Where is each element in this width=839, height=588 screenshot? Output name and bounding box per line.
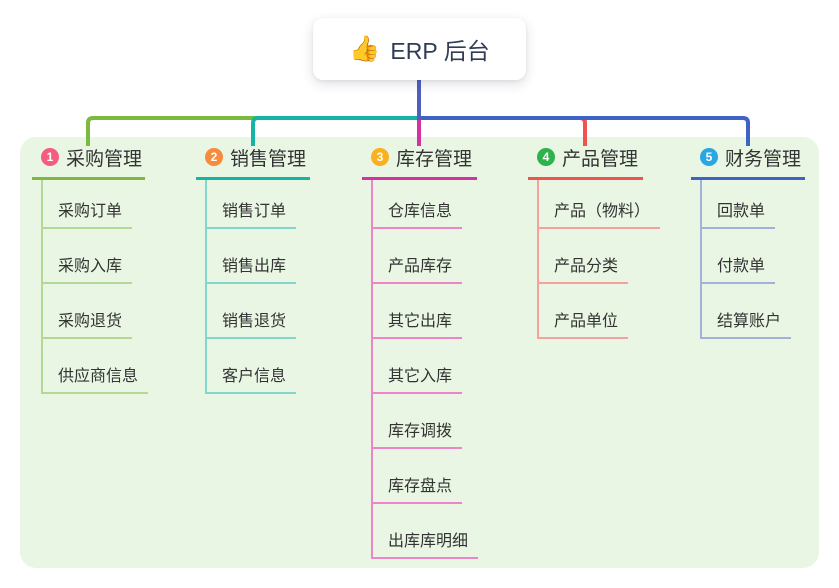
subtopic-label: 销售订单 (207, 197, 297, 229)
subtopic[interactable]: 其它出库 (373, 284, 478, 339)
subtopic-label: 出库库明细 (373, 527, 479, 559)
subtopic[interactable]: 客户信息 (207, 339, 297, 394)
branch-number-badge: 5 (700, 148, 718, 166)
subtopic-list: 仓库信息产品库存其它出库其它入库库存调拨库存盘点出库库明细 (371, 180, 479, 559)
branch-2: 2 销售管理销售订单销售出库销售退货客户信息 (196, 144, 310, 394)
branch-3: 3 库存管理仓库信息产品库存其它出库其它入库库存调拨库存盘点出库库明细 (362, 144, 479, 559)
branches-panel (20, 137, 819, 568)
branch-number-badge: 2 (205, 148, 223, 166)
subtopic-label: 销售退货 (207, 307, 297, 339)
subtopic-label: 产品单位 (539, 307, 629, 339)
branch-title: 采购管理 (66, 148, 143, 170)
subtopic-label: 采购退货 (43, 307, 133, 339)
subtopic-label: 供应商信息 (43, 362, 149, 394)
branch-5: 5 财务管理回款单付款单结算账户 (691, 144, 805, 339)
subtopic-label: 销售出库 (207, 252, 297, 284)
subtopic[interactable]: 库存盘点 (373, 449, 478, 504)
subtopic[interactable]: 销售出库 (207, 229, 297, 284)
subtopic[interactable]: 出库库明细 (373, 504, 479, 559)
subtopic-label: 产品（物料） (539, 197, 661, 229)
subtopic-list: 采购订单采购入库采购退货供应商信息 (41, 180, 149, 394)
branch-title: 财务管理 (725, 148, 802, 170)
subtopic[interactable]: 产品分类 (539, 229, 660, 284)
subtopic[interactable]: 其它入库 (373, 339, 478, 394)
subtopic-label: 结算账户 (702, 307, 792, 339)
subtopic[interactable]: 销售订单 (207, 180, 297, 229)
subtopic[interactable]: 结算账户 (702, 284, 792, 339)
subtopic[interactable]: 采购退货 (43, 284, 148, 339)
subtopic-label: 其它入库 (373, 362, 463, 394)
branch-topic-2[interactable]: 2 销售管理 (196, 144, 310, 180)
subtopic[interactable]: 付款单 (702, 229, 791, 284)
branch-title: 库存管理 (396, 148, 473, 170)
subtopic[interactable]: 产品单位 (539, 284, 660, 339)
subtopic-label: 采购订单 (43, 197, 133, 229)
branch-number-badge: 3 (371, 148, 389, 166)
branch-topic-3[interactable]: 3 库存管理 (362, 144, 477, 180)
subtopic[interactable]: 供应商信息 (43, 339, 149, 394)
branch-1: 1 采购管理采购订单采购入库采购退货供应商信息 (32, 144, 149, 394)
subtopic-label: 其它出库 (373, 307, 463, 339)
subtopic[interactable]: 产品（物料） (539, 180, 661, 229)
branch-number-badge: 4 (537, 148, 555, 166)
branch-topic-4[interactable]: 4 产品管理 (528, 144, 643, 180)
subtopic-label: 仓库信息 (373, 197, 463, 229)
subtopic-list: 产品（物料） 产品分类产品单位 (537, 180, 661, 339)
subtopic[interactable]: 采购入库 (43, 229, 148, 284)
subtopic[interactable]: 仓库信息 (373, 180, 478, 229)
subtopic[interactable]: 产品库存 (373, 229, 478, 284)
subtopic-label: 付款单 (702, 252, 776, 284)
subtopic-label: 客户信息 (207, 362, 297, 394)
subtopic-label: 产品库存 (373, 252, 463, 284)
root-topic[interactable]: 👍 ERP 后台 (313, 18, 526, 80)
subtopic-label: 库存盘点 (373, 472, 463, 504)
subtopic-label: 库存调拨 (373, 417, 463, 449)
branch-topic-5[interactable]: 5 财务管理 (691, 144, 805, 180)
subtopic-label: 采购入库 (43, 252, 133, 284)
subtopic[interactable]: 库存调拨 (373, 394, 478, 449)
thumbs-up-icon: 👍 (349, 34, 381, 63)
subtopic[interactable]: 销售退货 (207, 284, 297, 339)
subtopic-list: 销售订单销售出库销售退货客户信息 (205, 180, 297, 394)
branch-number-badge: 1 (41, 148, 59, 166)
branch-topic-1[interactable]: 1 采购管理 (32, 144, 145, 180)
branch-title: 产品管理 (562, 148, 639, 170)
branch-4: 4 产品管理产品（物料） 产品分类产品单位 (528, 144, 661, 339)
root-topic-label: ERP 后台 (390, 38, 490, 64)
branch-title: 销售管理 (230, 148, 307, 170)
subtopic[interactable]: 采购订单 (43, 180, 148, 229)
subtopic-list: 回款单付款单结算账户 (700, 180, 792, 339)
subtopic[interactable]: 回款单 (702, 180, 791, 229)
subtopic-label: 产品分类 (539, 252, 629, 284)
subtopic-label: 回款单 (702, 197, 776, 229)
